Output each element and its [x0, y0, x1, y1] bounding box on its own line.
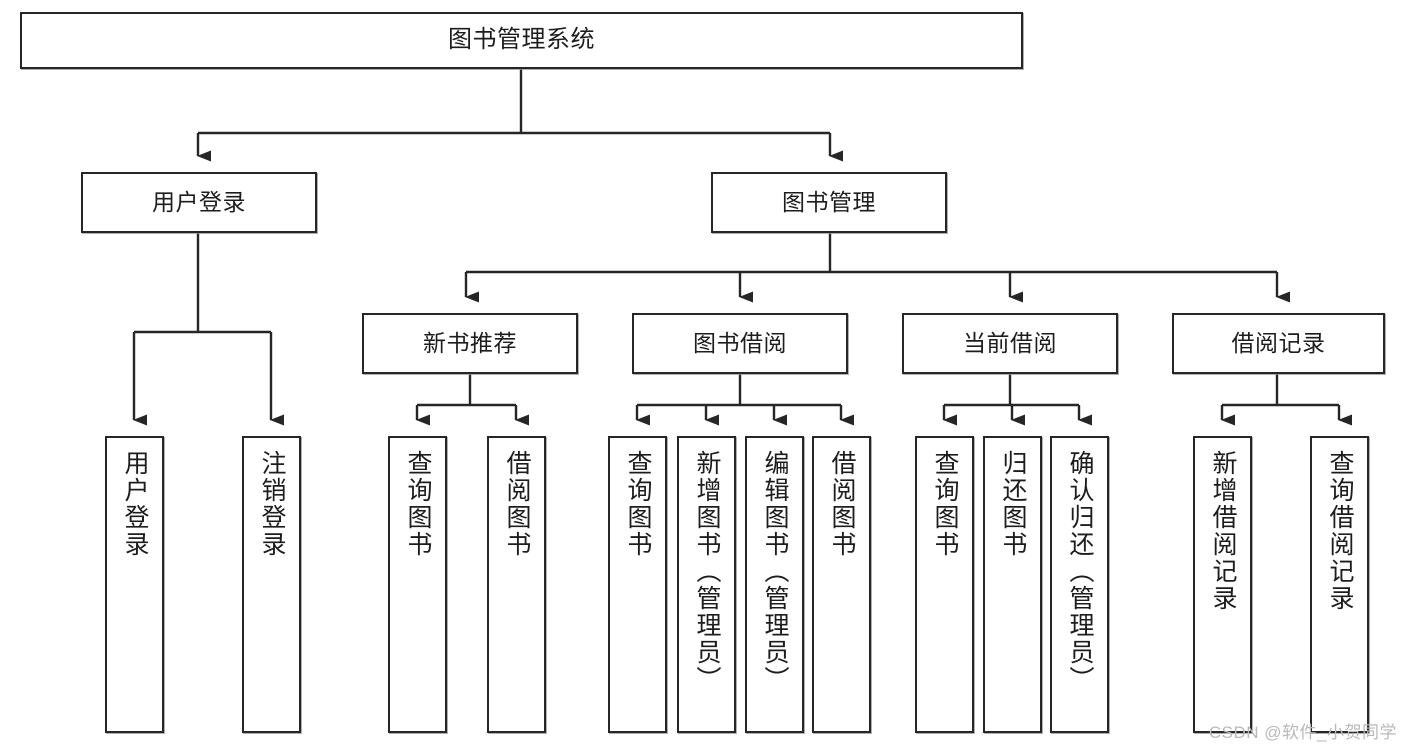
- node-label: 编辑图书（管理员）: [761, 450, 789, 693]
- node-label: 查询图书: [931, 450, 959, 558]
- node-label: 新增借阅记录: [1209, 450, 1237, 612]
- leaf-book-borrow-query[interactable]: 查询图书: [608, 436, 667, 733]
- leaf-current-borrow-query[interactable]: 查询图书: [915, 436, 974, 733]
- node-new-book-recommend[interactable]: 新书推荐: [362, 313, 578, 374]
- leaf-book-borrow-add[interactable]: 新增图书（管理员）: [677, 436, 736, 733]
- node-label: 用户登录: [152, 188, 246, 215]
- node-current-borrow[interactable]: 当前借阅: [902, 313, 1118, 374]
- node-label: 图书借阅: [693, 329, 787, 356]
- node-user-login[interactable]: 用户登录: [81, 172, 317, 233]
- node-root-system[interactable]: 图书管理系统: [20, 12, 1023, 69]
- leaf-user-login-login[interactable]: 用户登录: [105, 436, 164, 733]
- node-label: 借阅图书: [503, 450, 531, 558]
- node-label: 图书管理系统: [448, 26, 595, 54]
- leaf-user-login-logout[interactable]: 注销登录: [242, 436, 301, 733]
- leaf-new-book-borrow[interactable]: 借阅图书: [487, 436, 546, 733]
- leaf-current-borrow-confirm-return[interactable]: 确认归还（管理员）: [1050, 436, 1109, 733]
- leaf-book-borrow-borrow[interactable]: 借阅图书: [812, 436, 871, 733]
- leaf-new-book-query[interactable]: 查询图书: [388, 436, 447, 733]
- node-label: 图书管理: [782, 188, 876, 215]
- node-label: 借阅图书: [828, 450, 856, 558]
- node-label: 查询图书: [624, 450, 652, 558]
- node-borrow-record[interactable]: 借阅记录: [1172, 313, 1385, 374]
- node-book-management[interactable]: 图书管理: [711, 172, 947, 233]
- node-label: 用户登录: [121, 450, 149, 558]
- leaf-current-borrow-return[interactable]: 归还图书: [983, 436, 1042, 733]
- node-label: 确认归还（管理员）: [1066, 450, 1094, 693]
- leaf-borrow-record-query[interactable]: 查询借阅记录: [1310, 436, 1369, 733]
- node-label: 注销登录: [258, 450, 286, 558]
- node-label: 查询借阅记录: [1326, 450, 1354, 612]
- node-label: 新书推荐: [423, 329, 517, 356]
- leaf-book-borrow-edit[interactable]: 编辑图书（管理员）: [745, 436, 804, 733]
- node-label: 查询图书: [404, 450, 432, 558]
- node-label: 当前借阅: [963, 329, 1057, 356]
- leaf-borrow-record-add[interactable]: 新增借阅记录: [1193, 436, 1252, 733]
- node-label: 归还图书: [999, 450, 1027, 558]
- node-book-borrow[interactable]: 图书借阅: [632, 313, 848, 374]
- node-label: 新增图书（管理员）: [693, 450, 721, 693]
- node-label: 借阅记录: [1231, 329, 1326, 356]
